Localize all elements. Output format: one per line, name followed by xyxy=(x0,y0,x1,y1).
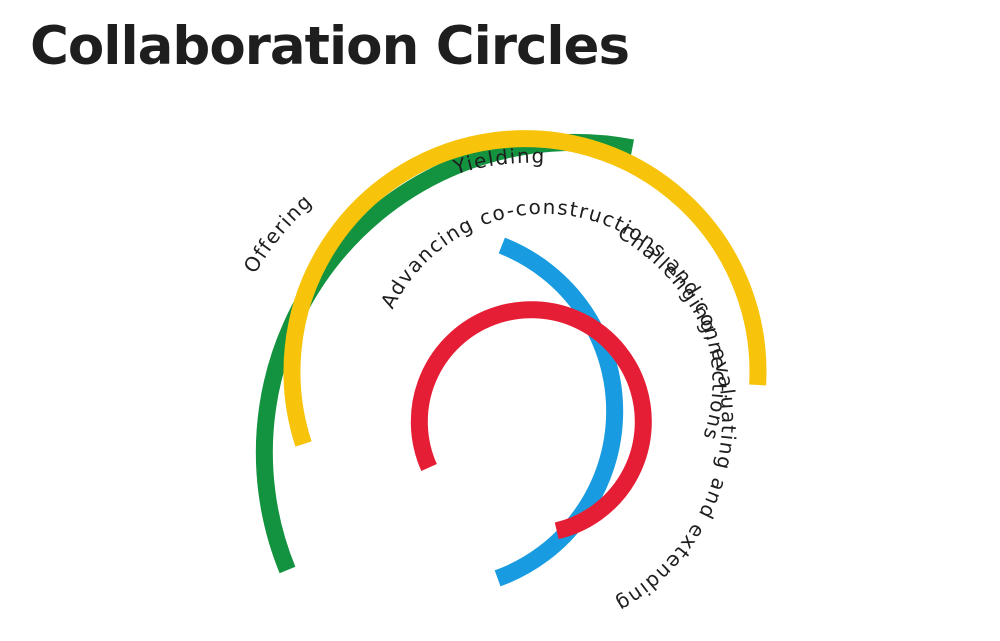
challenging-arc xyxy=(494,237,624,587)
advancing-arc xyxy=(410,301,652,540)
page-title: Collaboration Circles xyxy=(30,16,630,77)
yielding-arc xyxy=(283,130,767,447)
offering-label: Offering xyxy=(239,189,318,277)
